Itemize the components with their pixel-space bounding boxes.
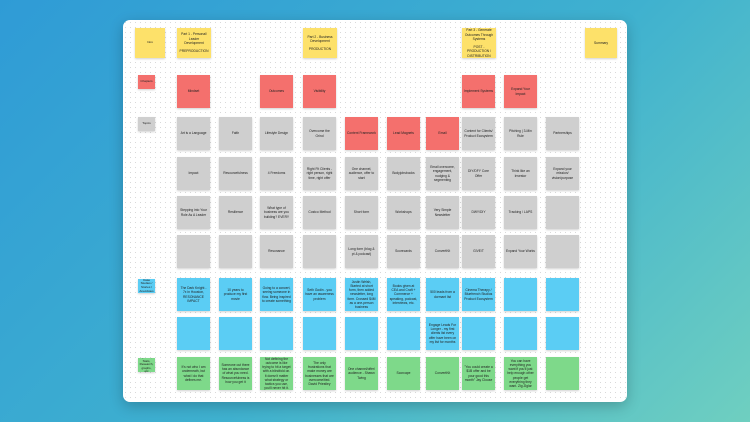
topic-note[interactable]: Impact bbox=[177, 157, 210, 190]
topic-note[interactable]: DWY/DIY bbox=[462, 196, 495, 229]
topic-note[interactable]: Lifestyle Design bbox=[260, 117, 293, 150]
topic-note[interactable]: Lead Magnets bbox=[387, 117, 420, 150]
part1-note[interactable]: Part 1 - Personal/ Leader Development PR… bbox=[177, 28, 211, 58]
case-study-note[interactable]: 10 years to produce my first movie bbox=[219, 278, 252, 311]
topic-note[interactable]: Faith bbox=[219, 117, 252, 150]
case-study-note[interactable] bbox=[303, 317, 336, 350]
topic-note[interactable]: GIVE/T bbox=[462, 235, 495, 268]
case-study-note[interactable] bbox=[462, 317, 495, 350]
topic-note[interactable]: Costco Method bbox=[303, 196, 336, 229]
case-study-note[interactable]: Justin Welsh, Started at short form, the… bbox=[345, 278, 378, 311]
case-study-note[interactable] bbox=[504, 278, 537, 311]
topic-note[interactable]: Very Simple Newsletter bbox=[426, 196, 459, 229]
topic-note[interactable]: Resourcefulness bbox=[219, 157, 252, 190]
topic-note[interactable]: Email bbox=[426, 117, 459, 150]
case-study-note[interactable] bbox=[177, 317, 210, 350]
topic-note[interactable]: Expand your mission/ vision/purpose bbox=[546, 157, 579, 190]
chapter-expand-impact[interactable]: Expand Your Impact bbox=[504, 75, 537, 108]
topic-note[interactable]: Content for Clients/ Product Ecosystem bbox=[462, 117, 495, 150]
topic-note[interactable]: Email overcome, engagement, nudging & se… bbox=[426, 157, 459, 190]
case-study-note[interactable]: The Dark Knight - 7x in Houston, RESONAN… bbox=[177, 278, 210, 311]
case-study-note[interactable] bbox=[345, 317, 378, 350]
topic-note[interactable]: Stepping into Your Role As A Leader bbox=[177, 196, 210, 229]
topic-note[interactable]: Think like an Investor bbox=[504, 157, 537, 190]
case-study-note[interactable] bbox=[546, 317, 579, 350]
topic-note[interactable] bbox=[546, 235, 579, 268]
topic-note[interactable]: Right Fit Clients - right person, right … bbox=[303, 157, 336, 190]
part3-note[interactable]: Part 3 - Generate Outcomes Through Syste… bbox=[462, 28, 496, 58]
topic-note[interactable] bbox=[219, 235, 252, 268]
topic-note[interactable]: Resonance bbox=[260, 235, 293, 268]
quote-note[interactable]: Someone out there has an abundance of wh… bbox=[219, 357, 252, 390]
case-studies-label[interactable]: Case Studies / Stories / Anecdotes bbox=[138, 279, 155, 293]
topic-note[interactable]: Scorecards bbox=[387, 235, 420, 268]
topic-note[interactable]: Expand Your Works bbox=[504, 235, 537, 268]
case-study-note[interactable] bbox=[387, 317, 420, 350]
quote-note[interactable]: The only frustrations that make money ar… bbox=[303, 357, 336, 390]
quote-note[interactable]: ConvertKit bbox=[426, 357, 459, 390]
intro-note[interactable]: Intro bbox=[135, 28, 165, 58]
topic-note[interactable]: Partnerships bbox=[546, 117, 579, 150]
chapters-label[interactable]: Chapters bbox=[138, 75, 155, 89]
topics-label[interactable]: Topics bbox=[138, 117, 155, 131]
case-study-note[interactable] bbox=[546, 278, 579, 311]
topic-note[interactable]: ConvertKit bbox=[426, 235, 459, 268]
quote-note[interactable]: One channel/offer/ audience - Shawn Twin… bbox=[345, 357, 378, 390]
case-study-note[interactable]: Seth Godin - you have an awareness probl… bbox=[303, 278, 336, 311]
quote-note[interactable] bbox=[546, 357, 579, 390]
topic-note[interactable]: Pitching | 3-Min Rule bbox=[504, 117, 537, 150]
chapter-mindset[interactable]: Mindset bbox=[177, 75, 210, 108]
case-study-note[interactable] bbox=[504, 317, 537, 350]
case-study-note[interactable]: Cinema Therapy / Bluefrench Studios Prod… bbox=[462, 278, 495, 311]
quotes-label[interactable]: Quotes, Stats, Research, graphs, etc bbox=[138, 358, 155, 372]
topic-note[interactable]: Workshops bbox=[387, 196, 420, 229]
topic-note[interactable] bbox=[546, 196, 579, 229]
topic-note[interactable]: Overcome the Grind bbox=[303, 117, 336, 150]
topic-note[interactable]: What type of business are you building? … bbox=[260, 196, 293, 229]
case-study-note[interactable]: Engage Leads For Longer - my first clien… bbox=[426, 317, 459, 350]
part2-note[interactable]: Part 2 - Business Development PRODUCTION bbox=[303, 28, 337, 58]
case-study-note[interactable] bbox=[260, 317, 293, 350]
chapter-implement-systems[interactable]: Implement Systems bbox=[462, 75, 495, 108]
whiteboard-canvas[interactable]: Intro Part 1 - Personal/ Leader Developm… bbox=[123, 20, 627, 402]
topic-note[interactable] bbox=[303, 235, 336, 268]
quote-note[interactable]: Not defining the outcome is like trying … bbox=[260, 357, 293, 390]
chapter-visibility[interactable]: Visibility bbox=[303, 75, 336, 108]
topic-note[interactable] bbox=[177, 235, 210, 268]
quote-note[interactable]: You can have everything you want if you'… bbox=[504, 357, 537, 390]
topic-note[interactable]: DIY/DFY Core Offer bbox=[462, 157, 495, 190]
case-study-note[interactable]: Going to a concert, seeing someone in fl… bbox=[260, 278, 293, 311]
topic-note[interactable]: One channel, audience, offer to start bbox=[345, 157, 378, 190]
quote-note[interactable]: It's not who I am underneath, but what I… bbox=[177, 357, 210, 390]
case-study-note[interactable] bbox=[219, 317, 252, 350]
topic-note[interactable]: Long form (blog & pt & podcast) bbox=[345, 235, 378, 268]
topic-note[interactable]: Content Framework bbox=[345, 117, 378, 150]
topic-note[interactable]: Resilience bbox=[219, 196, 252, 229]
topic-note[interactable]: Art is a Language bbox=[177, 117, 210, 150]
topic-note[interactable]: Tracking / LAPS bbox=[504, 196, 537, 229]
chapter-outcomes[interactable]: Outcomes bbox=[260, 75, 293, 108]
quote-note[interactable]: "You could create a $1B offer and be you… bbox=[462, 357, 495, 390]
topic-note[interactable]: 4 Freedoms bbox=[260, 157, 293, 190]
topic-note[interactable]: Bodyjobsbooks bbox=[387, 157, 420, 190]
quote-note[interactable]: Scorcape bbox=[387, 357, 420, 390]
case-study-note[interactable]: 500 leads from a dormant list bbox=[426, 278, 459, 311]
topic-note[interactable]: Short form bbox=[345, 196, 378, 229]
summary-note[interactable]: Summary bbox=[585, 28, 617, 58]
case-study-note[interactable]: Books given at CEA and Craft + Commerce … bbox=[387, 278, 420, 311]
